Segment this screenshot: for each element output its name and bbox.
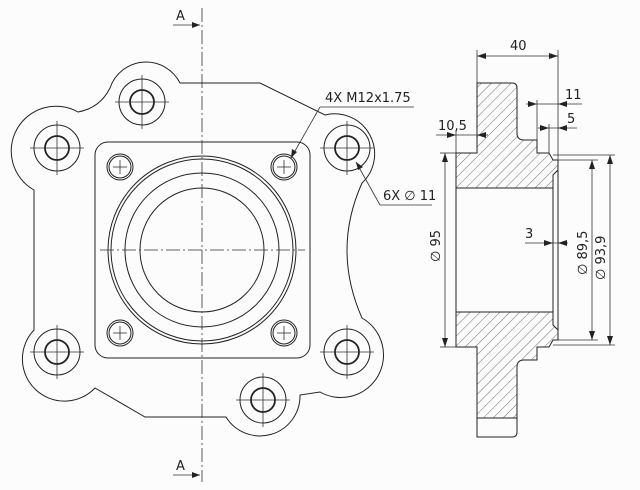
through-hole-callout: 6X ∅ 11 xyxy=(355,161,436,206)
dim-5: 5 xyxy=(538,112,577,153)
tapped-hole xyxy=(106,153,134,181)
through-hole xyxy=(30,121,84,175)
dim-text: 40 xyxy=(510,39,527,54)
section-marker-bottom: A xyxy=(173,459,200,478)
section-label: A xyxy=(176,459,185,474)
lower-section xyxy=(455,311,559,419)
section-label: A xyxy=(176,9,185,24)
dim-dia-95: ∅ 95 xyxy=(429,152,456,348)
tapped-hole xyxy=(270,319,298,347)
flange-outline xyxy=(10,61,384,437)
dim-text: ∅ 89,5 xyxy=(576,231,591,275)
through-hole xyxy=(30,325,84,379)
flange-bottom xyxy=(476,418,518,438)
tapped-hole xyxy=(106,319,134,347)
through-hole xyxy=(320,121,374,175)
dim-text: ∅ 95 xyxy=(429,230,444,262)
tapped-hole-callout: 4X M12x1.75 xyxy=(290,91,414,159)
callout-text: 6X ∅ 11 xyxy=(383,189,436,204)
upper-section xyxy=(455,82,559,189)
dim-text: ∅ 93,9 xyxy=(594,236,609,280)
dim-3: 3 xyxy=(525,227,568,246)
through-hole xyxy=(320,325,374,379)
front-view: A A 4X M12x1.75 6X ∅ 11 xyxy=(10,8,436,482)
dim-11: 11 xyxy=(526,88,582,140)
dim-40: 40 xyxy=(476,39,559,160)
callout-text: 4X M12x1.75 xyxy=(325,91,411,106)
through-hole xyxy=(236,373,290,427)
tapped-hole xyxy=(270,153,298,181)
through-hole xyxy=(115,75,169,129)
dim-10-5: 10,5 xyxy=(436,119,488,153)
through-holes xyxy=(30,75,374,427)
dim-dia-93-9: ∅ 93,9 xyxy=(553,154,615,346)
dim-text: 3 xyxy=(525,227,533,242)
dim-text: 5 xyxy=(567,112,575,127)
tapped-holes xyxy=(106,153,298,347)
square-boss xyxy=(94,141,311,359)
section-view: 40 11 5 10,5 3 ∅ 95 xyxy=(429,39,615,438)
dim-text: 10,5 xyxy=(438,119,467,134)
section-marker-top: A xyxy=(173,9,200,28)
dim-text: 11 xyxy=(565,88,582,103)
dim-dia-89-5: ∅ 89,5 xyxy=(558,159,598,341)
